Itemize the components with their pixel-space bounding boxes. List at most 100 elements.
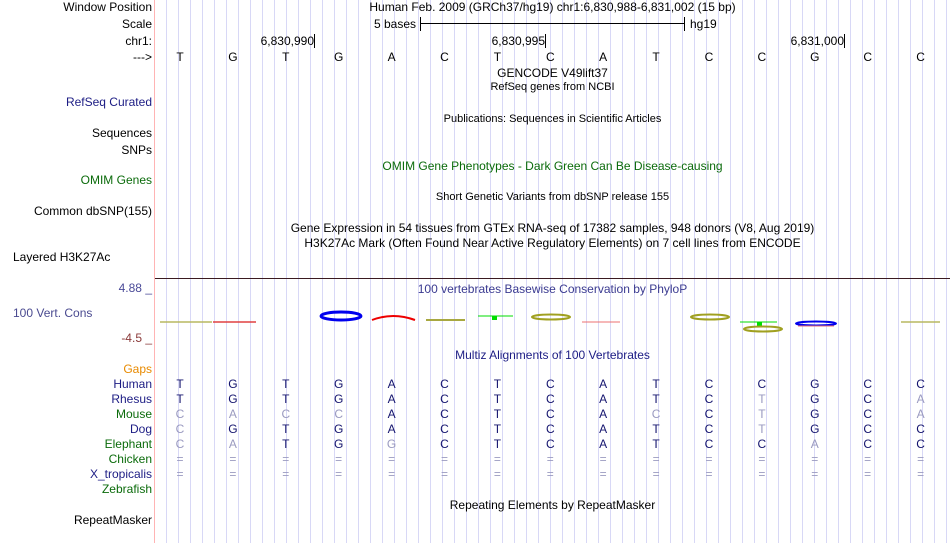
alignment-base: G xyxy=(386,437,397,451)
alignment-base: = xyxy=(652,452,660,466)
reference-base: G xyxy=(228,50,238,64)
phylop-min-label: -4.5 _ xyxy=(121,331,152,345)
alignment-base: = xyxy=(599,452,607,466)
alignment-base: G xyxy=(810,422,820,436)
alignment-base: C xyxy=(651,407,661,421)
alignment-base: C xyxy=(545,422,555,436)
alignment-base: T xyxy=(493,422,502,436)
label-strand[interactable]: ---> xyxy=(133,50,152,64)
alignment-base: G xyxy=(228,392,238,406)
alignment-base: A xyxy=(387,407,396,421)
alignment-base: T xyxy=(493,407,502,421)
h3k27ac-track-title[interactable]: H3K27Ac Mark (Often Found Near Active Re… xyxy=(304,236,801,250)
reference-base: C xyxy=(545,50,555,64)
alignment-base: C xyxy=(440,437,449,451)
coord-label: 6,830,995 xyxy=(491,34,545,48)
species-label[interactable]: Elephant xyxy=(104,437,152,451)
assembly-label: hg19 xyxy=(690,17,717,31)
label-refseq-curated[interactable]: RefSeq Curated xyxy=(65,95,152,109)
alignment-base: C xyxy=(863,407,873,421)
alignment-base: = xyxy=(176,467,184,481)
species-label[interactable]: Human xyxy=(113,377,152,391)
reference-base: C xyxy=(863,50,873,64)
alignment-base: G xyxy=(810,392,820,406)
repeatmasker-track-title[interactable]: Repeating Elements by RepeatMasker xyxy=(449,498,656,512)
omim-track-title[interactable]: OMIM Gene Phenotypes - Dark Green Can Be… xyxy=(382,159,723,173)
label-chr: chr1: xyxy=(125,34,152,48)
publications-track-title[interactable]: Publications: Sequences in Scientific Ar… xyxy=(443,113,662,125)
alignment-base: = xyxy=(652,467,660,481)
logo-letter-g xyxy=(319,310,363,322)
species-label[interactable]: Rhesus xyxy=(111,392,152,406)
species-label[interactable]: Mouse xyxy=(115,407,152,421)
alignment-base: C xyxy=(916,377,925,391)
track-separator xyxy=(155,278,950,279)
alignment-base: T xyxy=(282,422,290,436)
alignment-base: A xyxy=(916,392,925,406)
alignment-base: = xyxy=(546,452,554,466)
label-snps[interactable]: SNPs xyxy=(121,143,152,157)
phylop-max-label: 4.88 _ xyxy=(118,281,152,295)
gencode-track-title[interactable]: GENCODE V49lift37 xyxy=(497,66,608,80)
alignment-base: C xyxy=(545,392,555,406)
label-sequences[interactable]: Sequences xyxy=(91,126,152,140)
alignment-base: = xyxy=(440,467,448,481)
alignment-base: T xyxy=(282,377,290,391)
alignment-base: G xyxy=(334,437,344,451)
label-omim-genes[interactable]: OMIM Genes xyxy=(80,173,152,187)
alignment-base: C xyxy=(281,407,291,421)
species-label[interactable]: Chicken xyxy=(108,452,152,466)
alignment-base: T xyxy=(652,377,660,391)
alignment-base: = xyxy=(335,452,343,466)
dbsnp-track-title[interactable]: Short Genetic Variants from dbSNP releas… xyxy=(435,191,670,203)
reference-base: C xyxy=(440,50,449,64)
alignment-base: A xyxy=(599,392,608,406)
alignment-base: G xyxy=(810,407,820,421)
alignment-base: = xyxy=(176,452,184,466)
alignment-base: = xyxy=(811,452,819,466)
species-label[interactable]: Dog xyxy=(129,422,152,436)
label-gaps[interactable]: Gaps xyxy=(123,362,152,376)
alignment-base: = xyxy=(282,452,290,466)
alignment-base: = xyxy=(599,467,607,481)
alignment-base: T xyxy=(758,407,766,421)
alignment-base: = xyxy=(864,467,872,481)
alignment-base: A xyxy=(387,377,396,391)
label-layered-h3k27ac[interactable]: Layered H3K27Ac xyxy=(13,250,111,264)
multiz-track-title[interactable]: Multiz Alignments of 100 Vertebrates xyxy=(455,348,650,362)
alignment-base: = xyxy=(493,467,501,481)
phylop-track-title[interactable]: 100 vertebrates Basewise Conservation by… xyxy=(417,282,688,296)
alignment-base: C xyxy=(175,437,185,451)
alignment-base: C xyxy=(704,437,714,451)
reference-base: C xyxy=(916,50,925,64)
alignment-base: A xyxy=(387,392,396,406)
alignment-base: C xyxy=(916,422,925,436)
label-100-vert-cons[interactable]: 100 Vert. Cons xyxy=(13,306,93,320)
label-repeatmasker[interactable]: RepeatMasker xyxy=(73,513,152,527)
alignment-base: = xyxy=(493,452,501,466)
gtex-track-title[interactable]: Gene Expression in 54 tissues from GTEx … xyxy=(290,221,815,235)
label-common-dbsnp[interactable]: Common dbSNP(155) xyxy=(33,204,152,218)
alignment-base: = xyxy=(282,467,290,481)
alignment-base: G xyxy=(810,377,820,391)
alignment-base: = xyxy=(705,467,713,481)
alignment-base: = xyxy=(335,467,343,481)
alignment-base: = xyxy=(917,467,925,481)
refseq-track-title[interactable]: RefSeq genes from NCBI xyxy=(490,81,615,93)
reference-base: C xyxy=(704,50,714,64)
alignment-base: T xyxy=(652,437,660,451)
species-label[interactable]: X_tropicalis xyxy=(89,467,152,481)
alignment-base: C xyxy=(545,377,555,391)
alignment-base: G xyxy=(334,422,344,436)
species-label[interactable]: Zebrafish xyxy=(101,482,152,496)
reference-base: C xyxy=(757,50,767,64)
alignment-base: C xyxy=(175,407,185,421)
alignment-base: C xyxy=(334,407,344,421)
reference-base: A xyxy=(387,50,396,64)
alignment-base: T xyxy=(493,392,502,406)
alignment-base: A xyxy=(599,407,608,421)
alignment-base: C xyxy=(704,377,714,391)
logo-letter-c xyxy=(743,325,783,333)
reference-base: T xyxy=(176,50,184,64)
logo-letter-g xyxy=(795,320,837,327)
